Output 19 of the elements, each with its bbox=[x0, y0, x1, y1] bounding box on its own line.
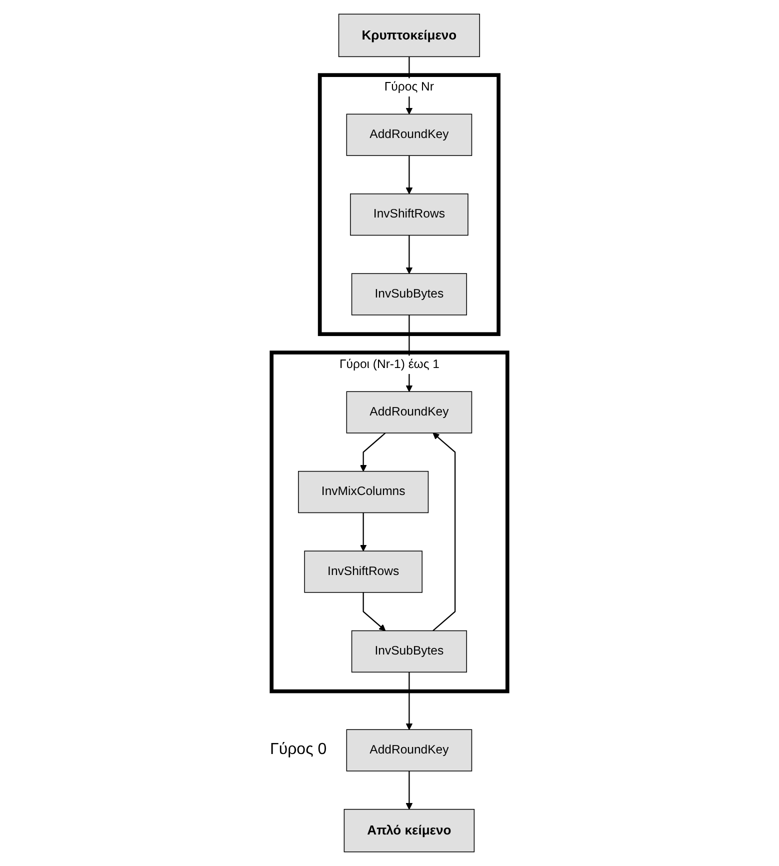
arrow bbox=[406, 672, 413, 730]
arrow bbox=[406, 771, 413, 810]
arrow bbox=[406, 156, 413, 194]
node-box: AddRoundKey bbox=[346, 391, 472, 434]
node-box: InvSubBytes bbox=[351, 630, 467, 673]
node-box: InvShiftRows bbox=[304, 550, 422, 593]
node-box: Κρυπτοκείμενο bbox=[338, 14, 480, 58]
node-box: AddRoundKey bbox=[346, 729, 472, 772]
node-box: AddRoundKey bbox=[346, 114, 472, 156]
arrow bbox=[362, 592, 386, 632]
round-label: Γύρος 0 bbox=[270, 741, 327, 760]
node-box: InvMixColumns bbox=[298, 470, 429, 514]
arrow bbox=[432, 432, 456, 632]
node-box: InvShiftRows bbox=[350, 193, 468, 236]
arrow bbox=[406, 235, 413, 274]
node-box: InvSubBytes bbox=[351, 273, 467, 316]
node-box: Απλό κείμενο bbox=[344, 808, 475, 852]
arrow bbox=[360, 512, 367, 552]
arrow bbox=[360, 432, 386, 472]
